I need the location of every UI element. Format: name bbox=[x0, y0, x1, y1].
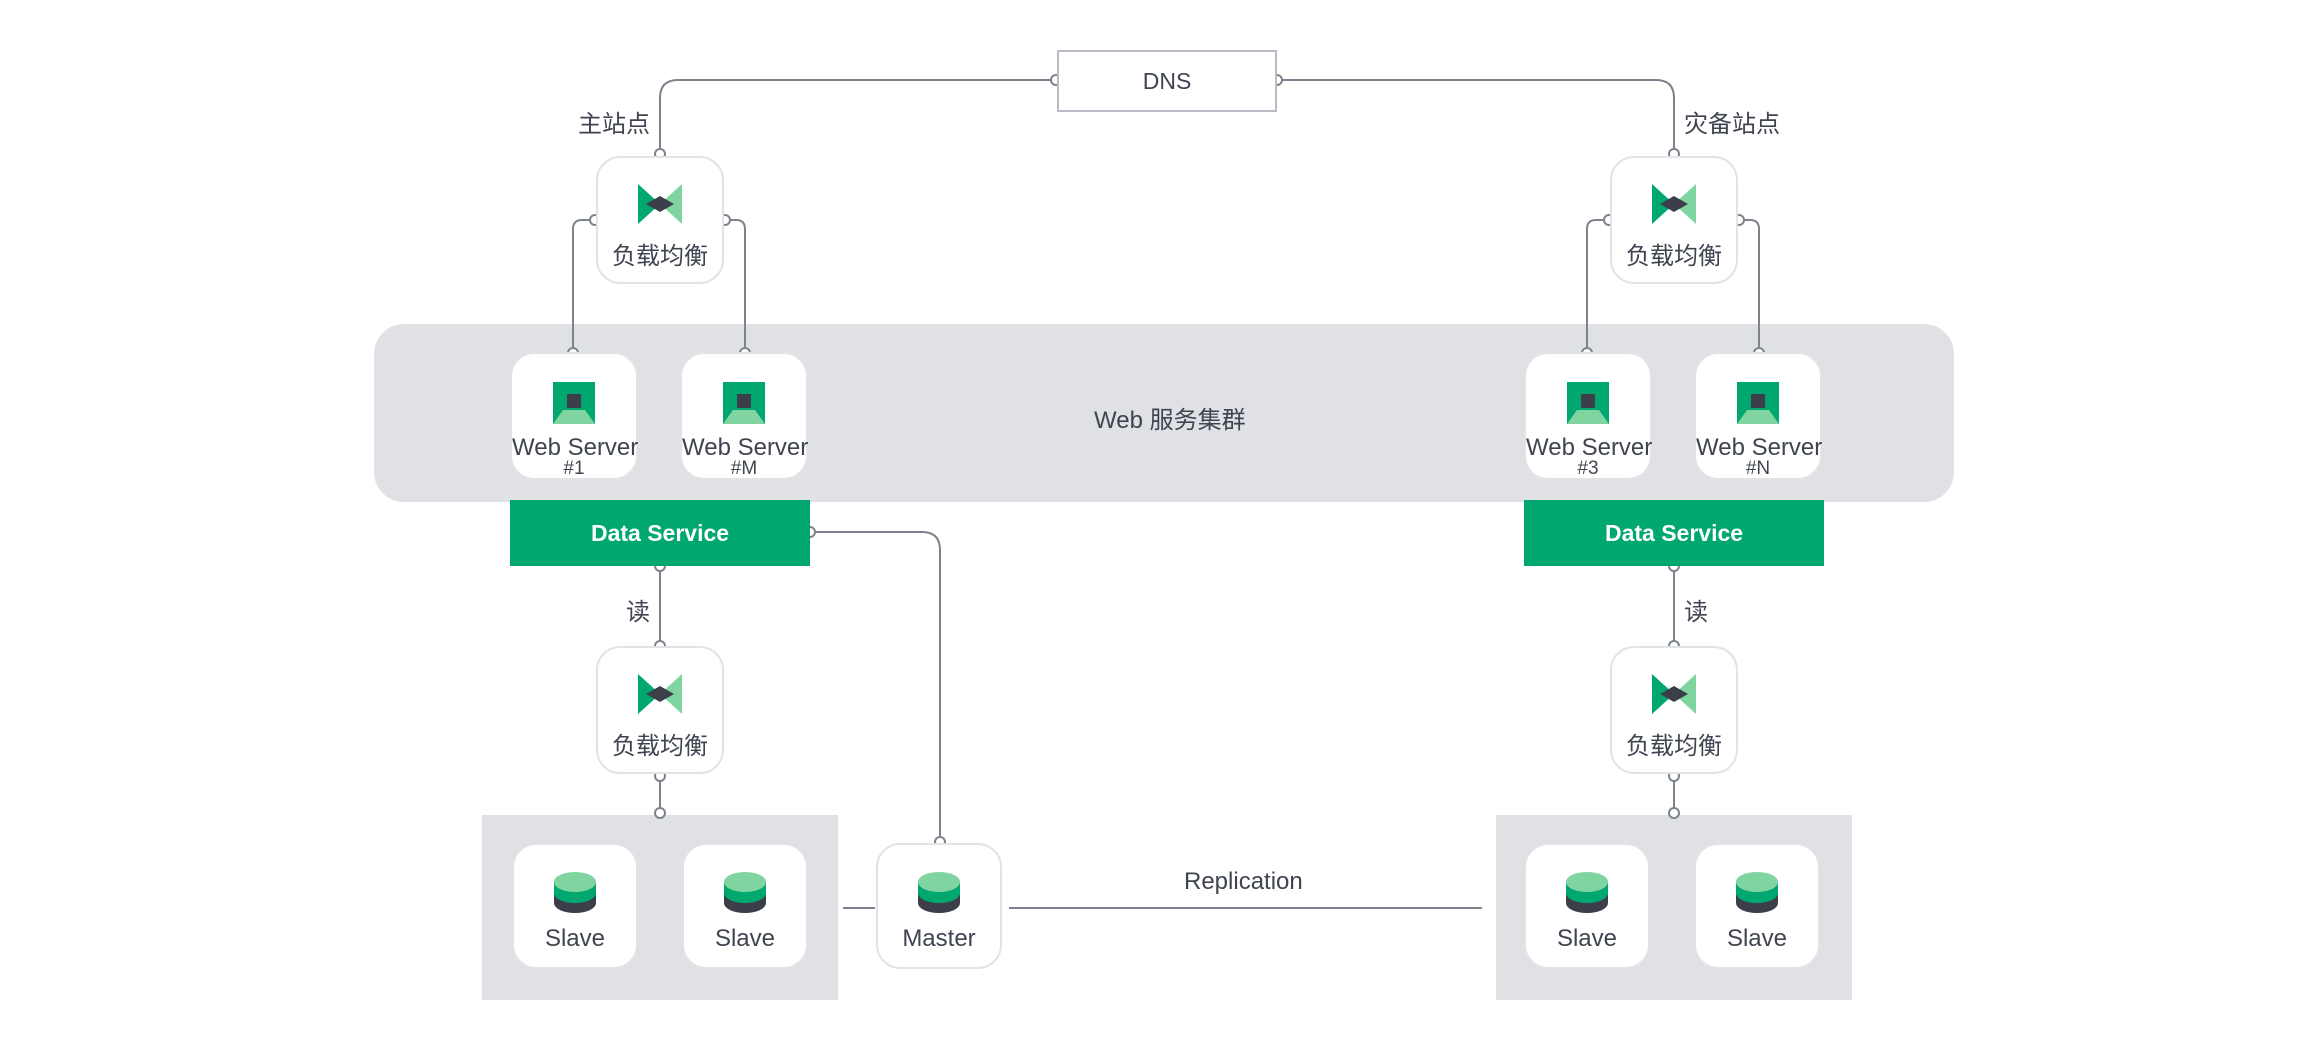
web-server-n: Web Server #N bbox=[1694, 352, 1822, 480]
dns-to-main-line bbox=[659, 79, 1057, 154]
web-server-id: #M bbox=[730, 458, 758, 479]
load-balancer-label: 负载均衡 bbox=[1626, 733, 1722, 760]
load-balancer-label: 负载均衡 bbox=[612, 733, 708, 760]
slave-db-main-1: Slave bbox=[512, 843, 638, 969]
load-balancer-icon bbox=[1652, 674, 1696, 714]
web-server-id: #1 bbox=[563, 458, 585, 479]
read-label-backup: 读 bbox=[1684, 599, 1708, 626]
lb-to-wsm-line bbox=[725, 219, 746, 352]
dns-label: DNS bbox=[1142, 67, 1192, 94]
web-server-id: #N bbox=[1745, 458, 1771, 479]
slave-db-backup-2: Slave bbox=[1694, 843, 1820, 969]
backup-site-label: 灾备站点 bbox=[1684, 111, 1780, 138]
slave-label: Slave bbox=[714, 925, 776, 952]
lb-to-ws3-line bbox=[1586, 219, 1609, 352]
server-icon bbox=[1737, 382, 1779, 424]
load-balancer-icon bbox=[638, 184, 682, 224]
database-icon bbox=[918, 872, 960, 913]
ds-to-master-line bbox=[810, 531, 941, 842]
slave-db-main-2: Slave bbox=[682, 843, 808, 969]
web-server-3: Web Server #3 bbox=[1524, 352, 1652, 480]
data-service-label: Data Service bbox=[590, 519, 730, 546]
database-icon bbox=[554, 872, 596, 913]
load-balancer-backup: 负载均衡 bbox=[1610, 156, 1738, 284]
read-load-balancer-main: 负载均衡 bbox=[596, 646, 724, 774]
lb-to-ws1-line bbox=[572, 219, 595, 352]
data-service-main: Data Service bbox=[510, 500, 810, 566]
slave-label: Slave bbox=[544, 925, 606, 952]
slave-label: Slave bbox=[1556, 925, 1618, 952]
web-server-1: Web Server #1 bbox=[510, 352, 638, 480]
data-service-label: Data Service bbox=[1604, 519, 1744, 546]
web-server-label: Web Server bbox=[1526, 434, 1653, 461]
database-icon bbox=[724, 872, 766, 913]
database-icon bbox=[1566, 872, 1608, 913]
web-server-label: Web Server bbox=[1696, 434, 1823, 461]
dns-to-backup-line bbox=[1276, 79, 1675, 154]
server-icon bbox=[723, 382, 765, 424]
master-db: Master bbox=[876, 843, 1002, 969]
server-icon bbox=[1567, 382, 1609, 424]
load-balancer-main: 负载均衡 bbox=[596, 156, 724, 284]
web-server-m: Web Server #M bbox=[680, 352, 808, 480]
read-label-main: 读 bbox=[626, 599, 650, 626]
server-icon bbox=[553, 382, 595, 424]
data-service-backup: Data Service bbox=[1524, 500, 1824, 566]
master-label: Master bbox=[902, 925, 976, 952]
replication-label: Replication bbox=[1184, 868, 1303, 895]
dns-box: DNS bbox=[1057, 50, 1277, 112]
cluster-label: Web 服务集群 bbox=[1094, 407, 1246, 434]
load-balancer-label: 负载均衡 bbox=[1626, 243, 1722, 270]
read-load-balancer-backup: 负载均衡 bbox=[1610, 646, 1738, 774]
main-site-label: 主站点 bbox=[578, 111, 650, 138]
load-balancer-icon bbox=[638, 674, 682, 714]
load-balancer-icon bbox=[1652, 184, 1696, 224]
slave-db-backup-1: Slave bbox=[1524, 843, 1650, 969]
web-server-label: Web Server bbox=[682, 434, 809, 461]
load-balancer-label: 负载均衡 bbox=[612, 243, 708, 270]
web-server-label: Web Server bbox=[512, 434, 639, 461]
database-icon bbox=[1736, 872, 1778, 913]
web-server-id: #3 bbox=[1577, 458, 1599, 479]
slave-label: Slave bbox=[1726, 925, 1788, 952]
lb-to-wsn-line bbox=[1739, 219, 1760, 352]
